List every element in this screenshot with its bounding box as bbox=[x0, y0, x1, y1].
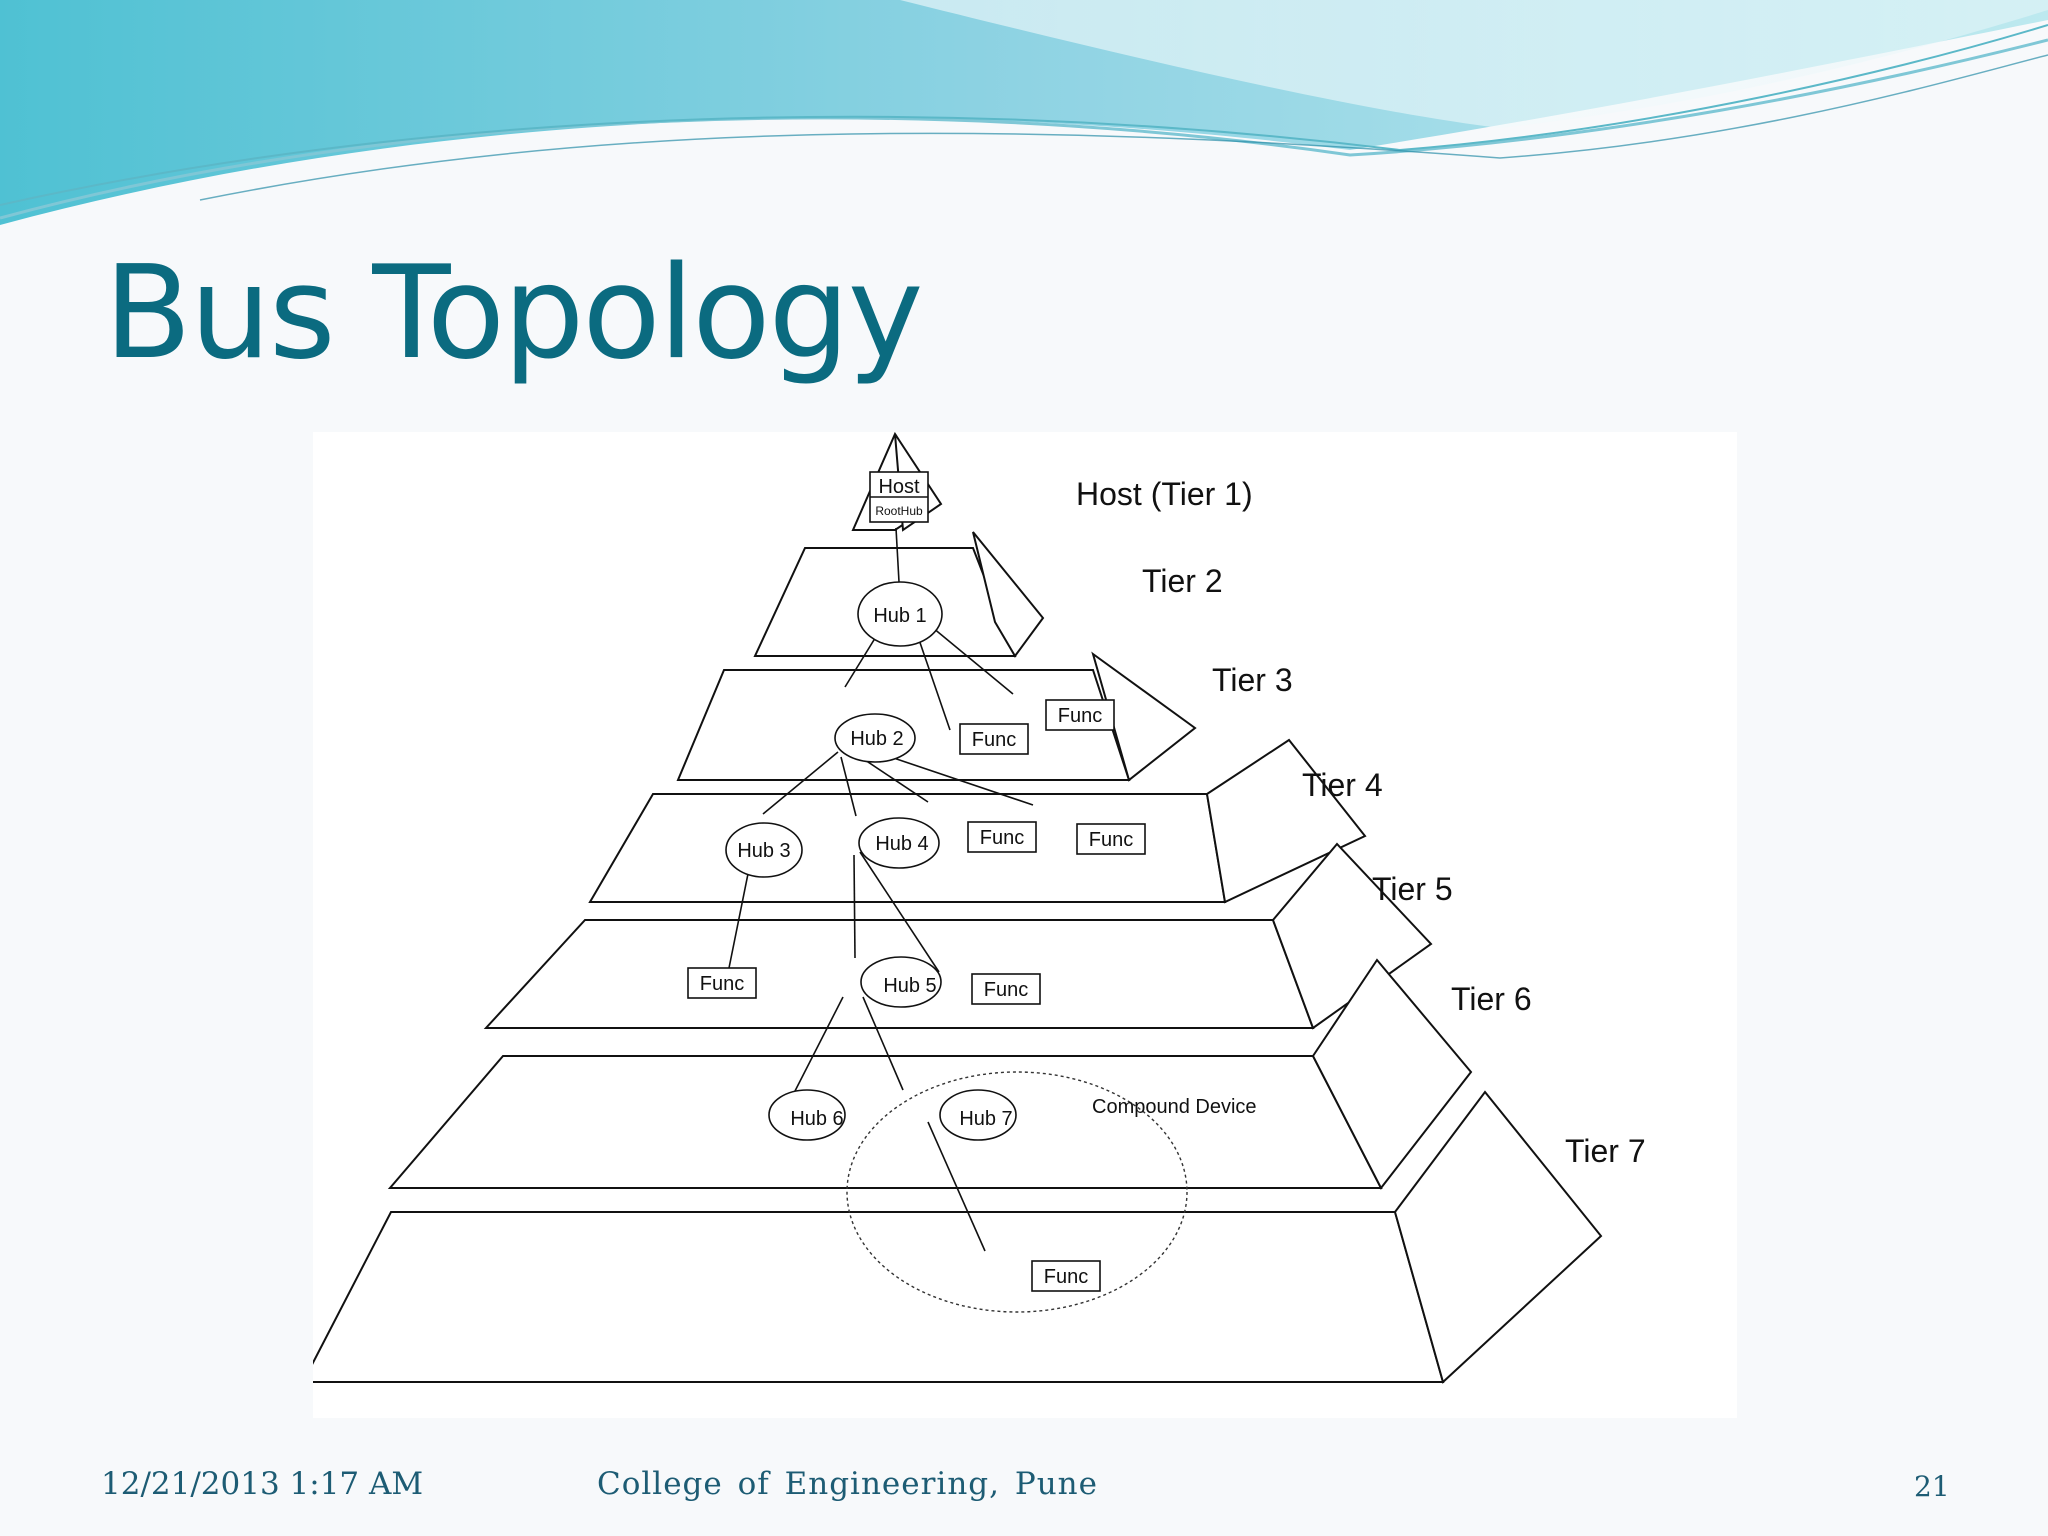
func-label-5: Func bbox=[700, 973, 744, 995]
func-box-2 bbox=[959, 723, 1029, 755]
bus-topology-pyramid-diagram: Host RootHub Hub 1 bbox=[313, 432, 1646, 1384]
tier-2-label: Tier 2 bbox=[1142, 563, 1223, 599]
hub-4-label: Hub 4 bbox=[875, 833, 928, 855]
banner-wave-front bbox=[900, 0, 2048, 128]
tier-4-label: Tier 4 bbox=[1302, 767, 1383, 803]
func-box-6 bbox=[971, 973, 1041, 1005]
footer-page-number: 21 bbox=[1914, 1470, 1950, 1503]
link-hub1-func-a bbox=[914, 627, 951, 731]
hub-2-node bbox=[834, 713, 916, 763]
link-host-hub1 bbox=[895, 527, 900, 583]
compound-device-label: Compound Device bbox=[1092, 1096, 1257, 1118]
hub-3-label: Hub 3 bbox=[737, 840, 790, 862]
link-hub5-hub7 bbox=[862, 996, 904, 1091]
host-label: Host bbox=[878, 476, 920, 498]
banner-line-1 bbox=[0, 38, 2048, 220]
tier-5-side bbox=[1271, 842, 1433, 1030]
func-label-4: Func bbox=[1089, 829, 1133, 851]
tier-7-side bbox=[1393, 1090, 1603, 1384]
func-box-4 bbox=[1076, 823, 1146, 855]
link-hub7-func-g bbox=[927, 1121, 986, 1252]
hub-3-node bbox=[725, 822, 803, 878]
tier-1-label: Host (Tier 1) bbox=[1076, 476, 1253, 512]
hub-4-node bbox=[858, 817, 940, 869]
func-label-7: Func bbox=[1044, 1266, 1088, 1288]
func-box-5 bbox=[687, 967, 757, 999]
tier-6-side bbox=[1311, 958, 1473, 1190]
footer-date: 12/21/2013 1:17 AM bbox=[101, 1466, 424, 1502]
hub-1-label: Hub 1 bbox=[873, 605, 926, 627]
hub-6-node bbox=[768, 1089, 846, 1141]
tier-7-label: Tier 7 bbox=[1565, 1133, 1646, 1169]
link-hub5-hub6 bbox=[794, 996, 844, 1092]
banner-line-2 bbox=[0, 24, 2048, 206]
header-wave-banner bbox=[0, 0, 2048, 225]
host-roothub-node: Host RootHub bbox=[869, 471, 929, 523]
tier-4-side bbox=[1205, 738, 1367, 904]
link-hub2-hub4 bbox=[840, 756, 857, 817]
tier-7-front bbox=[313, 1211, 1445, 1383]
tier-5-label: Tier 5 bbox=[1372, 871, 1453, 907]
roothub-label: RootHub bbox=[875, 504, 923, 518]
tier-3-label: Tier 3 bbox=[1212, 662, 1293, 698]
bus-topology-figure: Host RootHub Hub 1 bbox=[313, 432, 1737, 1418]
hub-2-label: Hub 2 bbox=[850, 728, 903, 750]
func-label-3: Func bbox=[980, 827, 1024, 849]
func-box-7 bbox=[1031, 1260, 1101, 1292]
hub-6-label: Hub 6 bbox=[790, 1108, 843, 1130]
func-label-1: Func bbox=[1058, 705, 1102, 727]
hub-1-node bbox=[857, 581, 943, 647]
hub-7-label: Hub 7 bbox=[959, 1108, 1012, 1130]
func-label-2: Func bbox=[972, 729, 1016, 751]
tier-6-front bbox=[387, 1055, 1383, 1189]
hub-5-label: Hub 5 bbox=[883, 975, 936, 997]
footer-organization: College of Engineering, Pune bbox=[597, 1466, 1098, 1502]
slide-title: Bus Topology bbox=[104, 239, 923, 388]
tier-6-label: Tier 6 bbox=[1451, 981, 1532, 1017]
link-hub4-func-f bbox=[859, 851, 940, 973]
banner-line-3 bbox=[199, 54, 2048, 201]
hub-7-node bbox=[939, 1089, 1017, 1141]
func-box-1 bbox=[1045, 699, 1115, 731]
tier-2-side bbox=[972, 531, 1045, 658]
func-label-6: Func bbox=[984, 979, 1028, 1001]
func-box-3 bbox=[967, 821, 1037, 853]
link-hub2-hub3 bbox=[762, 751, 839, 815]
link-hub4-hub5 bbox=[853, 854, 856, 959]
compound-device-boundary bbox=[846, 1071, 1188, 1313]
hub-5-node bbox=[860, 956, 942, 1008]
